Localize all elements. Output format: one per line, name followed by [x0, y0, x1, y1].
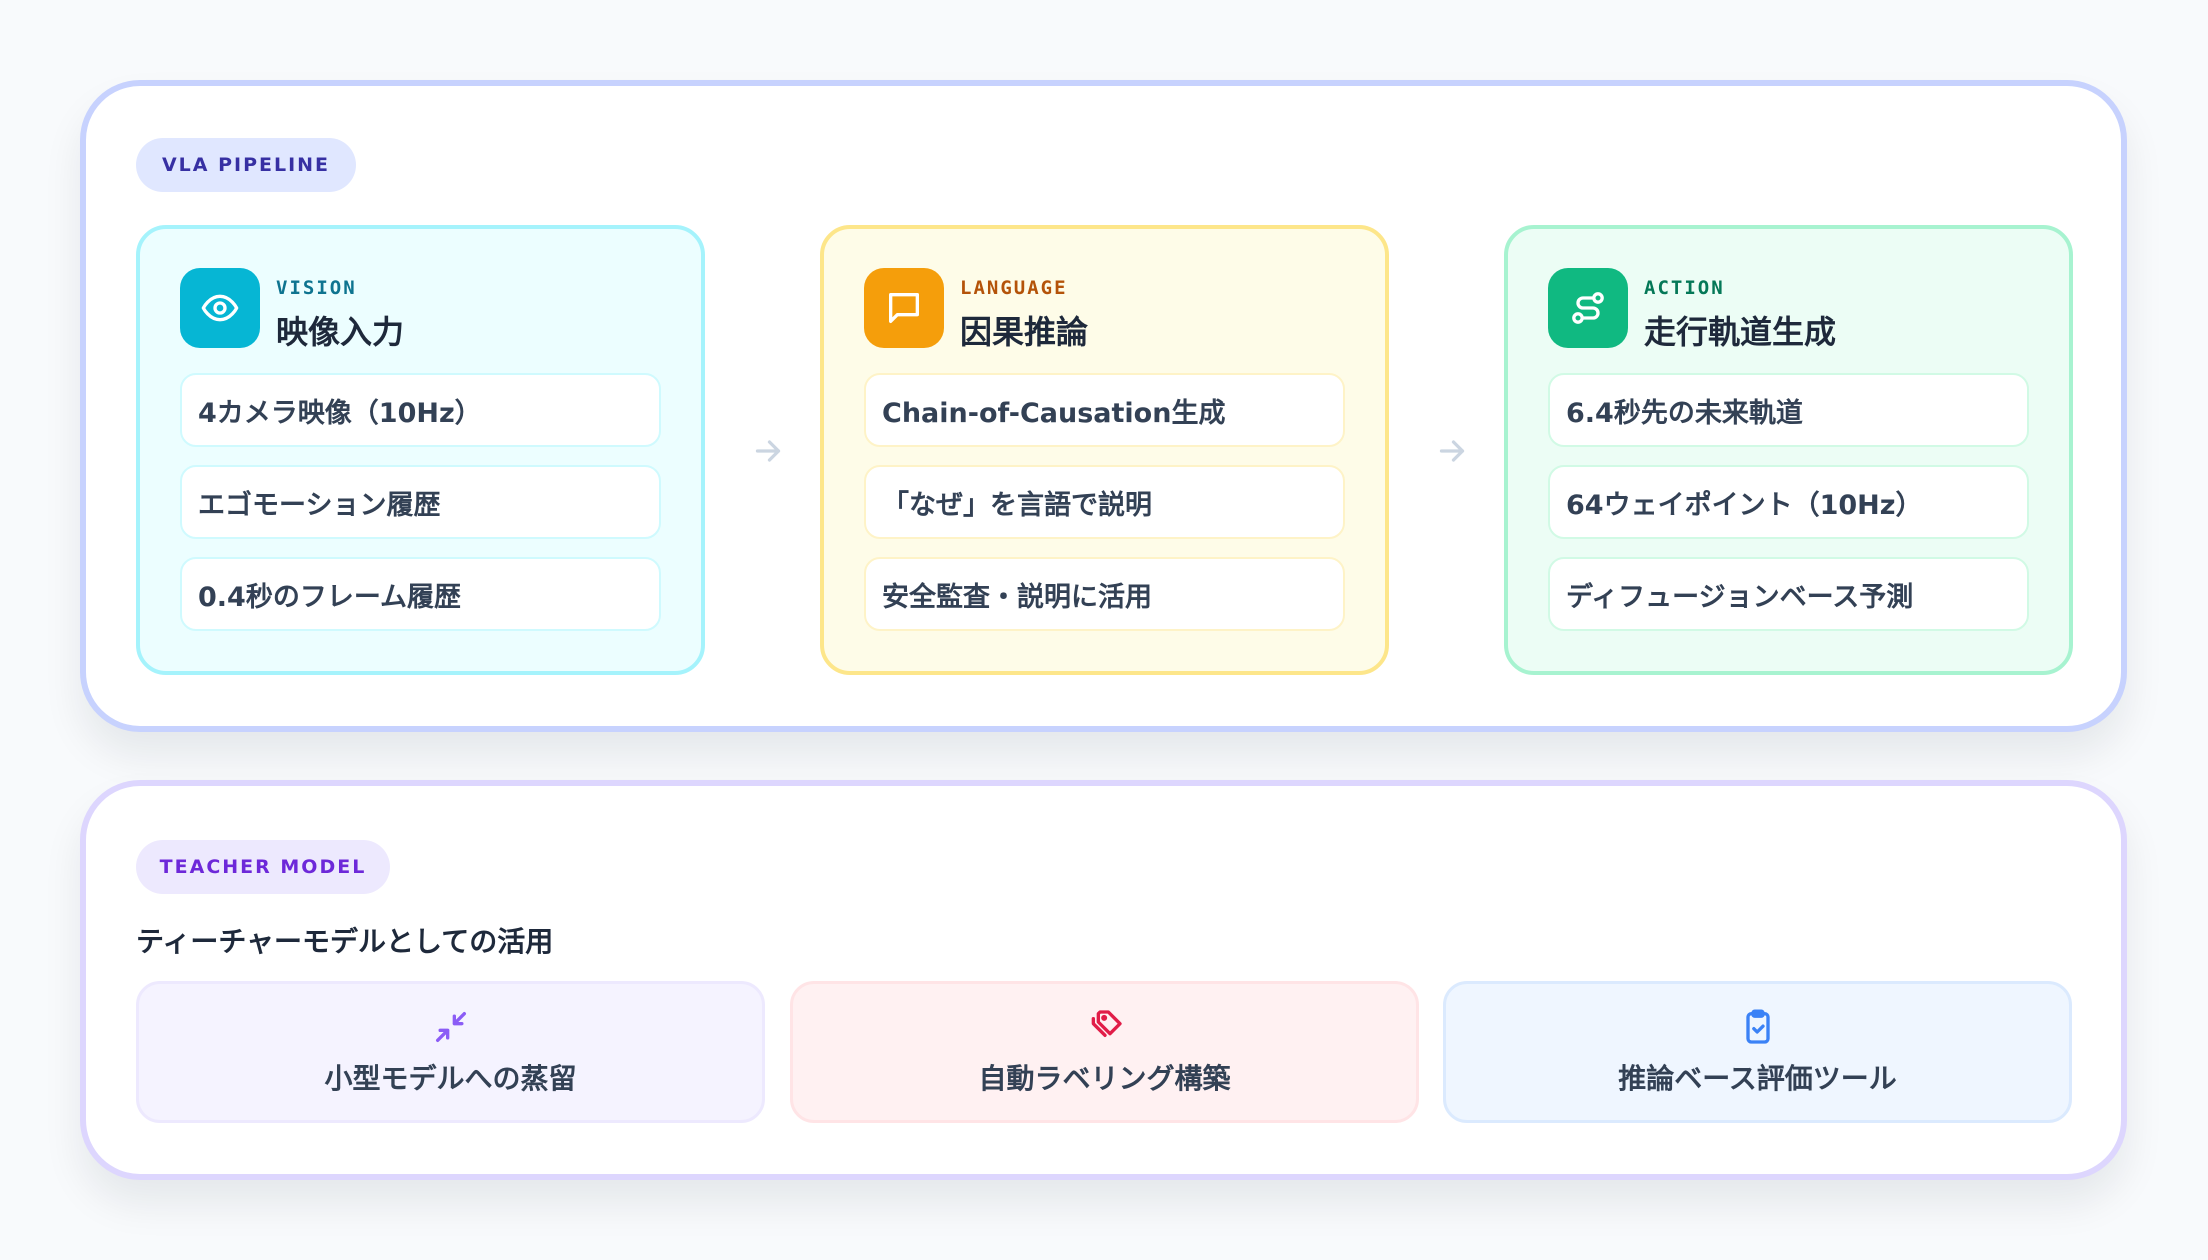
stage-item: 0.4秒のフレーム履歴 [180, 557, 661, 631]
stage-kicker: LANGUAGE [960, 277, 1068, 299]
stage-kicker: ACTION [1644, 277, 1725, 299]
stage-item: 6.4秒先の未来軌道 [1548, 373, 2029, 447]
stage-item: 64ウェイポイント（10Hz） [1548, 465, 2029, 539]
arrow-right-icon [750, 433, 786, 469]
teacher-card-label: 推論ベース評価ツール [1618, 1062, 1897, 1095]
stage-item: 4カメラ映像（10Hz） [180, 373, 661, 447]
stage-kicker: VISION [276, 277, 357, 299]
stage-item: Chain-of-Causation生成 [864, 373, 1345, 447]
arrow-right-icon [1434, 433, 1470, 469]
teacher-heading: ティーチャーモデルとしての活用 [136, 925, 554, 958]
stage-card-language: LANGUAGE 因果推論 Chain-of-Causation生成 「なぜ」を… [820, 225, 1389, 675]
clipboard-check-icon [1738, 1007, 1778, 1047]
stage-items: Chain-of-Causation生成 「なぜ」を言語で説明 安全監査・説明に… [864, 373, 1345, 649]
pipeline-badge: VLA PIPELINE [136, 138, 356, 192]
eye-icon [180, 268, 260, 348]
tags-icon [1085, 1007, 1125, 1047]
stage-item: 「なぜ」を言語で説明 [864, 465, 1345, 539]
vla-pipeline-panel: VLA PIPELINE VISION 映像入力 4カメラ映像（10Hz） エゴ… [80, 80, 2127, 732]
stage-title: 走行軌道生成 [1644, 313, 1837, 351]
stage-item: エゴモーション履歴 [180, 465, 661, 539]
teacher-card-evaluation-tool: 推論ベース評価ツール [1443, 981, 2072, 1123]
teacher-card-distillation: 小型モデルへの蒸留 [136, 981, 765, 1123]
stage-item: ディフュージョンベース予測 [1548, 557, 2029, 631]
stage-item: 安全監査・説明に活用 [864, 557, 1345, 631]
teacher-card-label: 小型モデルへの蒸留 [324, 1062, 577, 1095]
stage-items: 6.4秒先の未来軌道 64ウェイポイント（10Hz） ディフュージョンベース予測 [1548, 373, 2029, 649]
minimize-arrows-icon [431, 1007, 471, 1047]
stage-card-vision: VISION 映像入力 4カメラ映像（10Hz） エゴモーション履歴 0.4秒の… [136, 225, 705, 675]
stage-card-action: ACTION 走行軌道生成 6.4秒先の未来軌道 64ウェイポイント（10Hz）… [1504, 225, 2073, 675]
teacher-model-panel: TEACHER MODEL ティーチャーモデルとしての活用 小型モデルへの蒸留 … [80, 780, 2127, 1180]
teacher-card-label: 自動ラベリング構築 [978, 1062, 1231, 1095]
stage-title: 因果推論 [960, 313, 1089, 351]
route-icon [1548, 268, 1628, 348]
teacher-card-auto-labeling: 自動ラベリング構築 [790, 981, 1419, 1123]
stage-title: 映像入力 [276, 313, 405, 351]
message-square-icon [864, 268, 944, 348]
teacher-badge: TEACHER MODEL [136, 840, 390, 894]
stage-items: 4カメラ映像（10Hz） エゴモーション履歴 0.4秒のフレーム履歴 [180, 373, 661, 649]
